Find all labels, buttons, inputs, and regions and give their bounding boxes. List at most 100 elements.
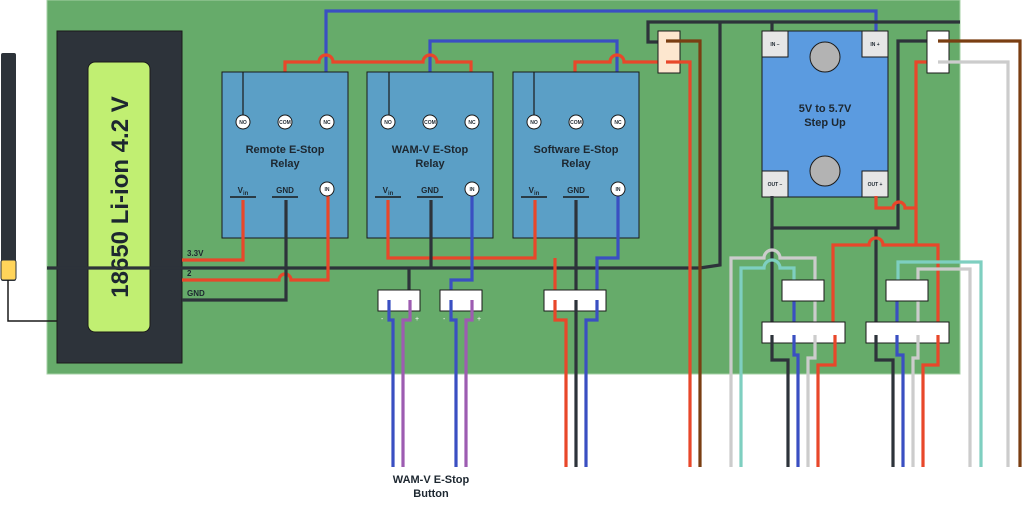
wire-teal-right (896, 260, 983, 467)
wire-brown-right (938, 39, 1022, 467)
wire-blue-top (324, 9, 878, 120)
wire-a-black (770, 335, 790, 467)
relay-pin-no (235, 114, 251, 130)
connector-sensor-b-4pin[interactable] (865, 321, 950, 344)
relay-pin-com (568, 114, 584, 130)
antenna (1, 53, 16, 281)
relay-vin-label: Vin (383, 186, 394, 197)
battery-label-box (87, 61, 151, 333)
relay-pin-label-no: NO (530, 120, 538, 126)
wire-red-sw-com (573, 53, 660, 120)
wire-red-3v3 (182, 200, 245, 262)
relay-gnd-label: GND (567, 186, 585, 195)
relay-pin-label-nc: NC (323, 120, 331, 126)
wire-blue-in-sw (595, 195, 620, 300)
polarity-plus-1: + (415, 316, 419, 323)
relay-gnd-label: GND (421, 186, 439, 195)
antenna-tip (0, 259, 17, 281)
relay-pin-label-com: COM (424, 120, 436, 126)
wire-black-gnd (182, 200, 288, 302)
wire-red-vin-wamv (386, 200, 537, 260)
relay-title: Remote E-Stop (246, 144, 325, 156)
wire-black-vert (47, 22, 722, 270)
battery-label: 18650 Li-ion 4.2 V (107, 96, 134, 297)
button-label-2: Button (413, 488, 449, 500)
relay-pin-nc (464, 114, 480, 130)
wire-grey-loop (729, 248, 817, 467)
relay-pin-in (610, 181, 626, 197)
relay-pin-nc (610, 114, 626, 130)
pin-label-3v3: 3.3V (187, 249, 204, 258)
polarity-minus-1: - (381, 316, 384, 323)
wire-purple-btn1 (401, 300, 412, 467)
stepup-in-minus: IN − (770, 42, 779, 48)
connector-2pin-top[interactable] (657, 30, 681, 74)
polarity-plus-2: + (477, 316, 481, 323)
wire-black-top (646, 20, 960, 44)
relay-pin-label-com: COM (279, 120, 291, 126)
relay-pin-nc (319, 114, 335, 130)
relay-vin-label: Vin (529, 186, 540, 197)
relay-gnd-label: GND (276, 186, 294, 195)
wire-red-right (666, 60, 692, 467)
polarity-minus-2: - (443, 316, 446, 323)
pin-label-gnd: GND (187, 289, 205, 298)
wire-b-grey (911, 335, 920, 467)
wire-grey-right (938, 60, 1010, 467)
connector-sensor-b-2pin[interactable] (885, 279, 929, 302)
wire-black-out (770, 39, 934, 230)
wire-blue-btn2 (449, 300, 458, 467)
wire-red-out (874, 60, 934, 210)
relay-pin-label-no: NO (384, 120, 392, 126)
wire-blue-sw-out (584, 300, 599, 467)
relay-pin-label-nc: NC (614, 120, 622, 126)
stepup-out-minus: OUT − (768, 182, 783, 188)
relay-pin-no (526, 114, 542, 130)
wire-a-blue (792, 335, 800, 467)
relay-pin-label-in: IN (325, 187, 330, 193)
wire-red-com-chain (283, 53, 473, 120)
relay-pin-com (277, 114, 293, 130)
antenna-wire (7, 280, 58, 322)
relay-pin-in (464, 181, 480, 197)
pin-label-2: 2 (187, 269, 192, 278)
wire-b-red (921, 335, 940, 467)
wire-blue-btn1 (387, 300, 395, 467)
stepup-out-plus: OUT + (868, 182, 883, 188)
relay-vin-label: Vin (238, 186, 249, 197)
relay-pin-in (319, 181, 335, 197)
relay-title: Software E-Stop (534, 144, 619, 156)
wire-purple-btn2 (464, 300, 474, 467)
wire-red-sw-out (553, 300, 568, 467)
stepup-in-plus: IN + (870, 42, 879, 48)
relay-pin-label-in: IN (616, 187, 621, 193)
wire-b-black (874, 335, 895, 467)
relay-subtitle: Relay (415, 158, 445, 170)
relay-pin-label-in: IN (470, 187, 475, 193)
wire-a-red (816, 335, 837, 467)
connector-2pin-right[interactable] (926, 30, 950, 74)
relay-subtitle: Relay (561, 158, 591, 170)
wire-b-blue (895, 335, 905, 467)
stepup-inductor (809, 155, 841, 187)
connector-sensor-a-2pin[interactable] (781, 279, 825, 302)
wire-a-grey (806, 335, 817, 467)
relay-pin-no (380, 114, 396, 130)
relay-pin-com (422, 114, 438, 130)
button-label-1: WAM-V E-Stop (393, 474, 470, 486)
wire-red-bus (831, 208, 940, 330)
relay-pin-label-com: COM (570, 120, 582, 126)
relay-pin-label-nc: NC (468, 120, 476, 126)
connector-button-wamv[interactable] (439, 289, 483, 312)
relay-title: WAM-V E-Stop (392, 144, 469, 156)
wire-teal-loop (739, 258, 796, 467)
stepup-inductor (809, 41, 841, 73)
wire-brown (666, 39, 702, 467)
relay-pin-label-no: NO (239, 120, 247, 126)
relay-subtitle: Relay (270, 158, 300, 170)
connector-sensor-a-4pin[interactable] (761, 321, 846, 344)
connector-button-remote[interactable] (377, 289, 421, 312)
stepup-title-1: 5V to 5.7V (799, 103, 852, 115)
stepup-title-2: Step Up (804, 117, 846, 129)
